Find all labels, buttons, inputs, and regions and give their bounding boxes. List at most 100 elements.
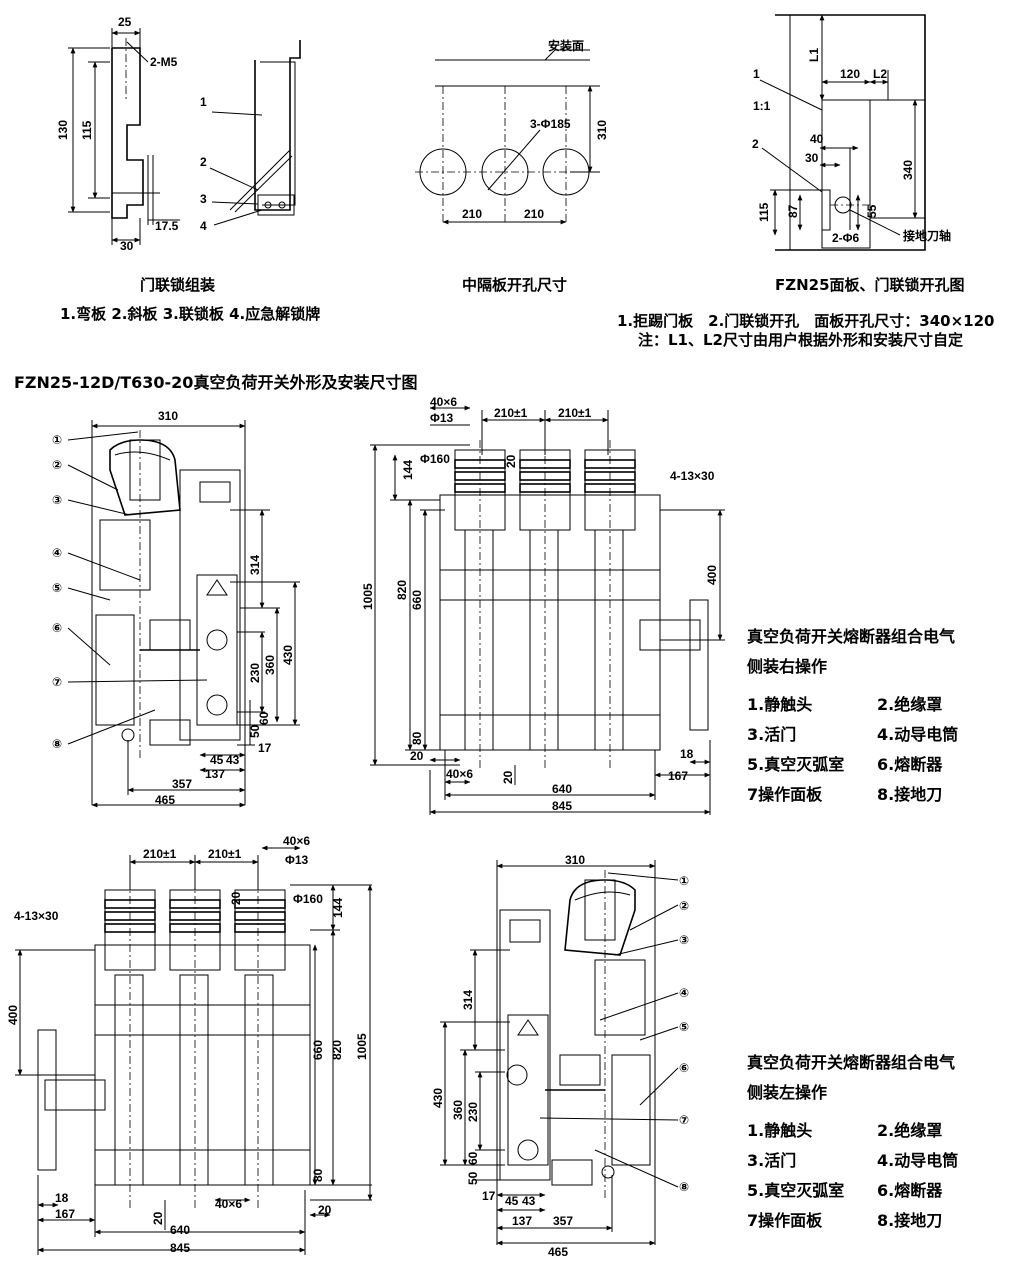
dim-pn-2: 2 — [752, 137, 759, 151]
dim-sr-43: 43 — [226, 753, 240, 767]
dim-fl-210a: 210±1 — [143, 847, 177, 861]
dim-fr-40x6: 40×6 — [430, 395, 457, 409]
dim-fl-640: 640 — [170, 1223, 190, 1237]
dim-pt-mount: 安装面 — [548, 38, 584, 53]
dim-fr-phi160: Φ160 — [420, 452, 450, 466]
legend-left-item: 6.熔断器 — [877, 1181, 943, 1200]
legend-left-title-2: 侧装左操作 — [747, 1083, 828, 1102]
dim-sr-357: 357 — [172, 777, 192, 791]
dim-pn-340: 340 — [901, 160, 915, 180]
dim-fr-20l: 20 — [410, 749, 424, 763]
dim-fr-20b: 20 — [501, 770, 515, 784]
dim-sl-310: 310 — [565, 853, 585, 867]
dim-di-130: 130 — [56, 120, 70, 140]
callout-sr-8: ⑧ — [52, 737, 62, 751]
dim-sr-465: 465 — [155, 793, 175, 807]
dim-fr-400: 400 — [705, 565, 719, 585]
dim-fr-845: 845 — [552, 799, 572, 813]
dim-pn-1: 1 — [753, 67, 760, 81]
dim-pt-210a: 210 — [462, 207, 482, 221]
front-view-left-drawing — [15, 845, 373, 1255]
dim-fl-660: 660 — [311, 1040, 325, 1060]
callout-sl-4: ④ — [679, 986, 689, 1000]
dim-pn-30: 30 — [805, 151, 819, 165]
dim-fl-40x6b: 40×6 — [215, 1197, 242, 1211]
dim-di-115: 115 — [80, 120, 94, 140]
legend-right-item: 1.静触头 — [747, 695, 813, 714]
dim-pn-shaft: 接地刀轴 — [903, 228, 951, 243]
dim-sr-230: 230 — [248, 663, 262, 683]
dim-pn-120: 120 — [840, 67, 860, 81]
dim-fl-167: 167 — [55, 1207, 75, 1221]
label-di-2: 2 — [200, 155, 207, 169]
legend-right-title-2: 侧装右操作 — [747, 657, 828, 676]
dim-pn-40: 40 — [810, 132, 824, 146]
dim-pn-ratio: 1:1 — [753, 99, 771, 113]
dim-fr-144: 144 — [401, 460, 415, 480]
dim-sr-430: 430 — [281, 645, 295, 665]
legend-left-item: 1.静触头 — [747, 1121, 813, 1140]
panel-note-1: 1.拒踢门板 2.门联锁开孔 面板开孔尺寸：340×120 — [617, 312, 995, 330]
label-di-3: 3 — [200, 192, 207, 206]
legend-left-item: 4.动导电筒 — [877, 1151, 959, 1170]
dim-sl-314: 314 — [461, 990, 475, 1010]
front-view-right-drawing — [370, 405, 725, 815]
dim-pt-310: 310 — [595, 120, 609, 140]
dim-di-25: 25 — [118, 15, 132, 29]
dim-sl-137: 137 — [512, 1214, 532, 1228]
dim-sl-430: 430 — [431, 1088, 445, 1108]
dim-sr-60: 60 — [257, 711, 271, 725]
dim-fr-40x6b: 40×6 — [446, 767, 473, 781]
dim-fl-820: 820 — [330, 1040, 344, 1060]
dim-fl-4-13: 4-13×30 — [14, 909, 59, 923]
callout-sr-7: ⑦ — [52, 675, 62, 689]
callout-sr-6: ⑥ — [52, 621, 62, 635]
legend-right-item: 6.熔断器 — [877, 755, 943, 774]
dim-fl-18: 18 — [55, 1191, 69, 1205]
dim-fr-80: 80 — [410, 731, 424, 745]
dim-fl-400: 400 — [6, 1005, 20, 1025]
legend-left-item: 7操作面板 — [747, 1211, 823, 1230]
dim-fl-phi13: Φ13 — [285, 853, 309, 867]
callout-sl-8: ⑧ — [679, 1180, 689, 1194]
legend-right-item: 8.接地刀 — [877, 785, 943, 804]
legend-right-item: 2.绝缘罩 — [877, 695, 943, 714]
label-di-1: 1 — [200, 95, 207, 109]
dim-fr-167: 167 — [668, 769, 688, 783]
dim-fr-660: 660 — [410, 590, 424, 610]
dim-fr-20t: 20 — [504, 454, 518, 468]
callout-sr-4: ④ — [52, 546, 62, 560]
dim-sl-17: 17 — [482, 1189, 496, 1203]
partition-caption: 中隔板开孔尺寸 — [462, 276, 568, 294]
dim-sr-314: 314 — [248, 555, 262, 575]
dim-sl-50: 50 — [466, 1171, 480, 1185]
dim-di-30: 30 — [120, 239, 134, 253]
callout-sl-2: ② — [679, 899, 689, 913]
dim-fr-18: 18 — [680, 747, 694, 761]
side-view-right-drawing — [67, 420, 300, 808]
dim-sl-357: 357 — [553, 1214, 573, 1228]
label-di-4: 4 — [200, 219, 207, 233]
dim-sl-60: 60 — [466, 1151, 480, 1165]
dim-sr-50: 50 — [248, 724, 262, 738]
dim-fl-80: 80 — [311, 1168, 325, 1182]
dim-fl-1005: 1005 — [355, 1033, 369, 1060]
dim-fl-20t: 20 — [229, 891, 243, 905]
dim-fr-820: 820 — [395, 580, 409, 600]
panel-note-2: 注：L1、L2尺寸由用户根据外形和安装尺寸自定 — [638, 331, 963, 349]
dim-fl-845: 845 — [170, 1241, 190, 1255]
dim-sl-43: 43 — [522, 1194, 536, 1208]
callout-sr-3: ③ — [52, 493, 62, 507]
legend-right-title-1: 真空负荷开关熔断器组合电气 — [747, 627, 956, 646]
dim-di-17-5: 17.5 — [155, 219, 179, 233]
callout-sl-3: ③ — [679, 933, 689, 947]
dim-fr-640: 640 — [552, 782, 572, 796]
side-view-left-drawing — [440, 860, 679, 1246]
dim-sr-360: 360 — [263, 655, 277, 675]
legend-left-item: 5.真空灭弧室 — [747, 1181, 845, 1200]
panel-caption: FZN25面板、门联锁开孔图 — [775, 276, 965, 294]
dim-fl-20b: 20 — [151, 1211, 165, 1225]
